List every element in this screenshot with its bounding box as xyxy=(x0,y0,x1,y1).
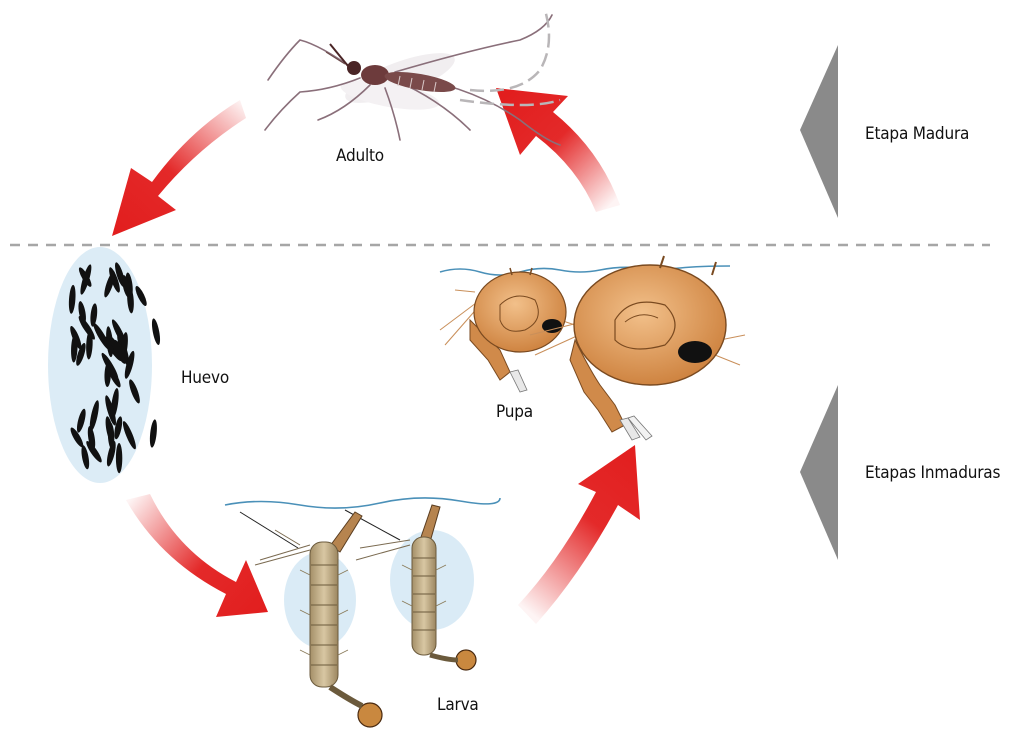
larva-illustration xyxy=(225,498,500,727)
label-immature-stages: Etapas Inmaduras xyxy=(865,463,1000,483)
arrow-larva-to-pupa xyxy=(518,445,640,624)
label-egg: Huevo xyxy=(181,368,229,388)
arrow-egg-to-larva xyxy=(126,494,268,617)
egg xyxy=(116,443,122,473)
larva-water-surface xyxy=(225,498,500,508)
label-pupa: Pupa xyxy=(496,402,533,422)
egg xyxy=(149,419,158,448)
mature-stage-marker xyxy=(800,45,838,218)
arrow-adult-to-egg xyxy=(112,100,246,236)
larva-left xyxy=(255,512,382,727)
label-larva: Larva xyxy=(437,695,479,715)
label-mature-stage: Etapa Madura xyxy=(865,124,969,144)
pupa-large xyxy=(530,256,745,440)
egg-cluster-illustration xyxy=(48,247,162,483)
immature-stage-marker xyxy=(800,385,838,560)
arrow-pupa-to-adult xyxy=(496,88,620,212)
pupa-small xyxy=(440,268,575,392)
label-adult: Adulto xyxy=(336,146,384,166)
egg xyxy=(150,318,161,346)
pupa-illustration xyxy=(440,256,745,440)
